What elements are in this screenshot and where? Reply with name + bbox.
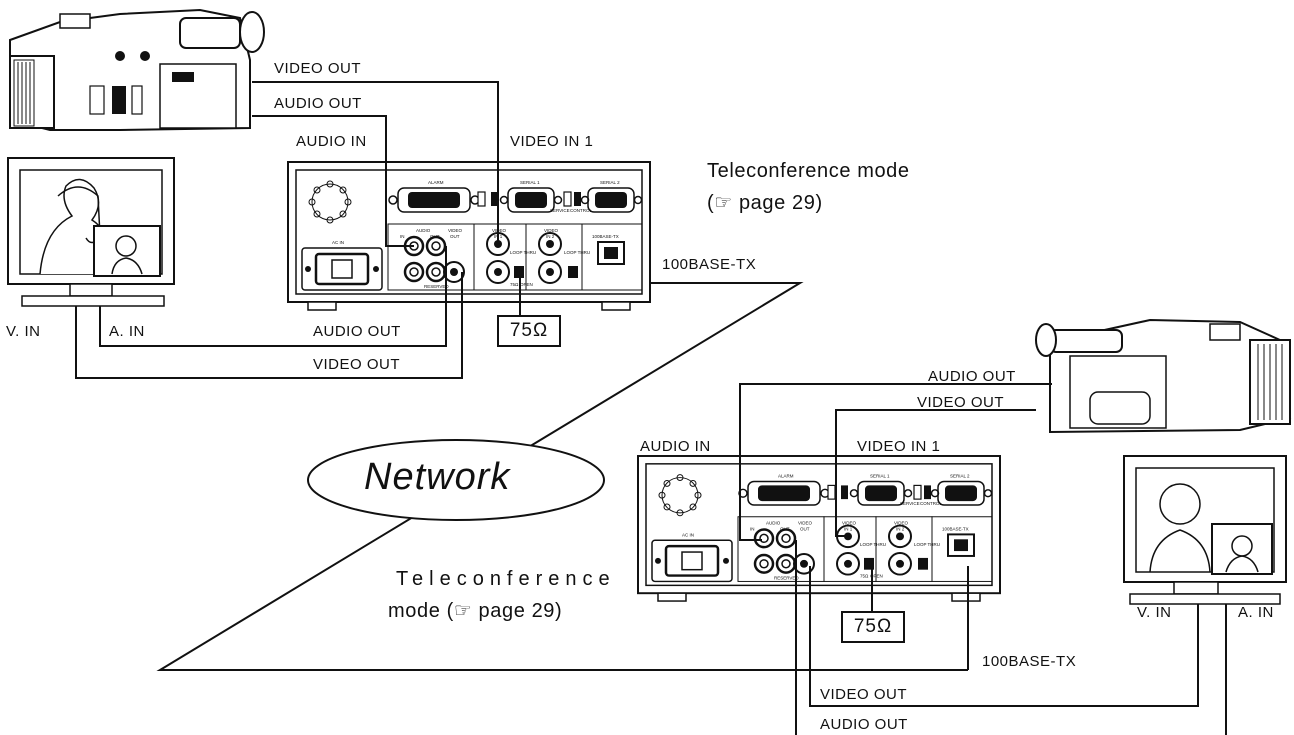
label-audio-out-unit2: AUDIO OUT: [820, 716, 908, 733]
label-video-out-cam2: VIDEO OUT: [917, 394, 1005, 411]
label-audio-out-cam2: AUDIO OUT: [928, 368, 1016, 385]
camera-1: [9, 8, 265, 131]
label-video-out-unit2: VIDEO OUT: [820, 686, 908, 703]
label-video-in1-unit2: VIDEO IN 1: [857, 438, 941, 455]
label-100base-tx-unit2: 100BASE-TX: [982, 653, 1077, 670]
cables-1: [75, 81, 521, 379]
terminator-box-2: [841, 611, 905, 643]
terminator-label-2: 75Ω: [853, 616, 893, 637]
label-audio-in-unit1: AUDIO IN: [296, 133, 367, 150]
label-100base-tx-unit1: 100BASE-TX: [662, 256, 757, 273]
mode-2-title: Teleconference: [396, 568, 616, 590]
terminator-label-1: 75Ω: [509, 320, 549, 341]
label-a-in-monitor1: A. IN: [109, 323, 145, 340]
cables-2: [739, 383, 1227, 735]
label-video-out-unit1: VIDEO OUT: [313, 356, 401, 373]
network-ellipse: [307, 439, 605, 521]
label-audio-out-cam1: AUDIO OUT: [274, 95, 362, 112]
mode-1-page-ref: (☞ page 29): [707, 192, 823, 214]
label-a-in-monitor2: A. IN: [1238, 604, 1274, 621]
label-v-in-monitor2: V. IN: [1137, 604, 1172, 621]
label-v-in-monitor1: V. IN: [6, 323, 41, 340]
monitor-2: [1123, 455, 1287, 605]
encoder-unit-2: [636, 454, 1002, 603]
mode-2-page-ref: mode (☞ page 29): [388, 600, 563, 622]
label-audio-out-unit1: AUDIO OUT: [313, 323, 401, 340]
encoder-unit-1: [286, 160, 652, 312]
camera-2: [1035, 318, 1292, 434]
network-label: Network: [364, 456, 511, 498]
label-audio-in-unit2: AUDIO IN: [640, 438, 711, 455]
mode-1-title: Teleconference mode: [707, 160, 910, 182]
label-video-out-cam1: VIDEO OUT: [274, 60, 362, 77]
monitor-1: [7, 157, 175, 307]
label-video-in1-unit1: VIDEO IN 1: [510, 133, 594, 150]
terminator-box-1: [497, 315, 561, 347]
